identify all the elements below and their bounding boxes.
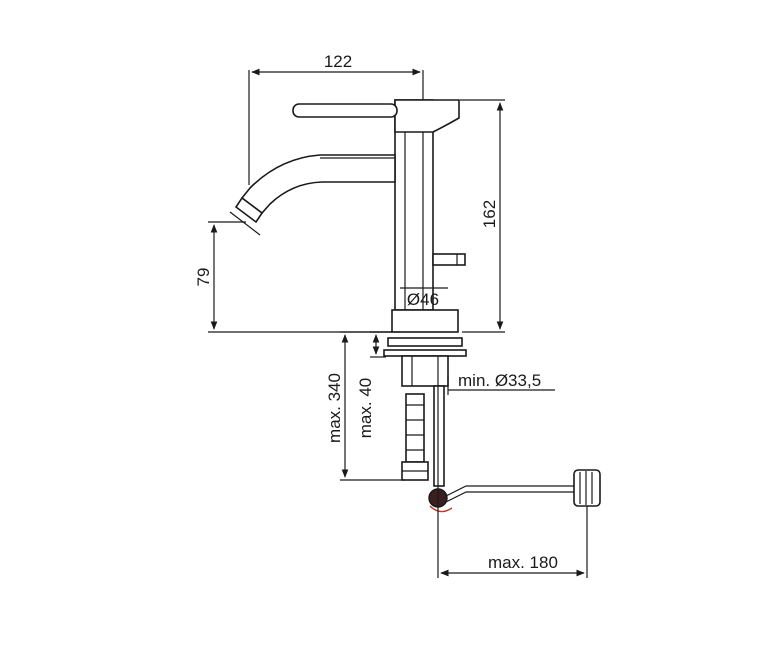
dimension-width-label: 122 [324, 52, 352, 71]
dimension-max-rod: max. 180 [440, 506, 588, 578]
dimension-height-label: 162 [480, 200, 499, 228]
mounting-hardware [383, 337, 601, 578]
faucet-body: Ø46 [229, 99, 466, 333]
popup-knob [432, 253, 466, 266]
dimension-body-diameter-label: Ø46 [407, 290, 439, 309]
dimension-max-rod-label: max. 180 [488, 553, 558, 572]
dimension-height: 162 [460, 99, 505, 333]
dimension-hole-label: min. Ø33,5 [458, 371, 541, 390]
dimension-max-thickness-label: max. 40 [356, 378, 375, 438]
spout [240, 154, 396, 215]
dimension-width: 122 [248, 52, 424, 185]
dimension-max-height: max. 340 [325, 331, 405, 481]
dimension-hole-diameter: min. Ø33,5 [447, 371, 555, 395]
dimension-spout-label: 79 [194, 268, 213, 287]
base-ring [391, 309, 459, 333]
lever-handle [292, 103, 398, 118]
dimension-max-height-label: max. 340 [325, 373, 344, 443]
dimension-max-thickness: max. 40 [356, 331, 392, 438]
dimension-spout-height: 79 [194, 221, 392, 333]
